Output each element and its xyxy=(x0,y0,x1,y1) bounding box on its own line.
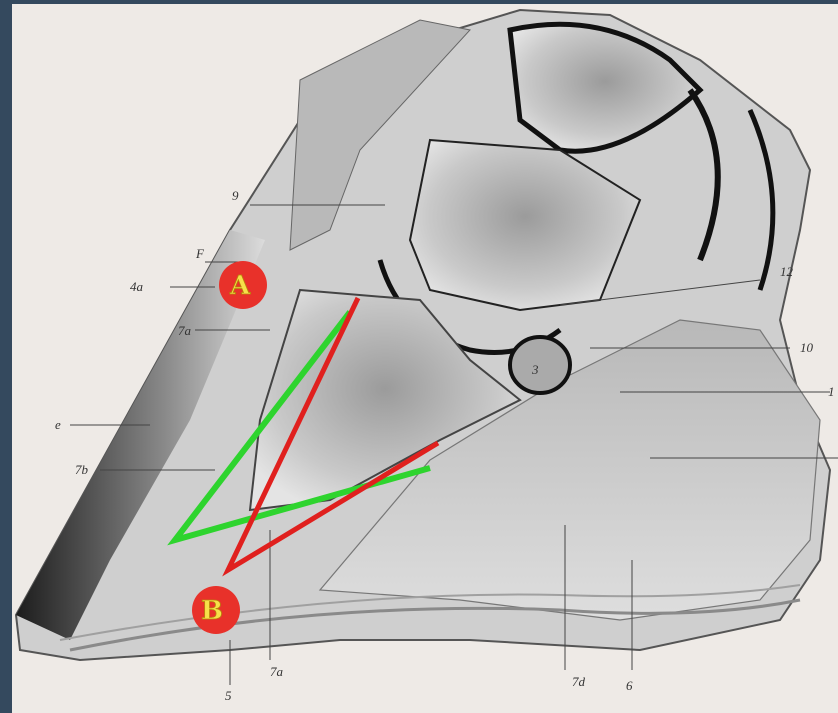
svg-text:B: B xyxy=(201,596,223,626)
label-4a: 4a xyxy=(130,279,144,294)
label-12: 12 xyxy=(780,264,794,279)
label-7d: 7d xyxy=(572,674,586,689)
marker-a: A xyxy=(219,261,267,309)
label-7a-upper: 7a xyxy=(178,323,192,338)
marker-b: B xyxy=(192,586,240,634)
label-10: 10 xyxy=(800,340,814,355)
label-1: 1 xyxy=(828,384,835,399)
label-7b: 7b xyxy=(75,462,89,477)
label-e: e xyxy=(55,417,61,432)
svg-text:A: A xyxy=(229,271,251,301)
label-5: 5 xyxy=(225,688,232,703)
navicular-numeral: 3 xyxy=(531,362,539,377)
label-9: 9 xyxy=(232,188,239,203)
label-6: 6 xyxy=(626,678,633,693)
navicular-bone xyxy=(510,337,570,393)
label-f: F xyxy=(195,246,205,261)
label-7a-lower: 7a xyxy=(270,664,284,679)
